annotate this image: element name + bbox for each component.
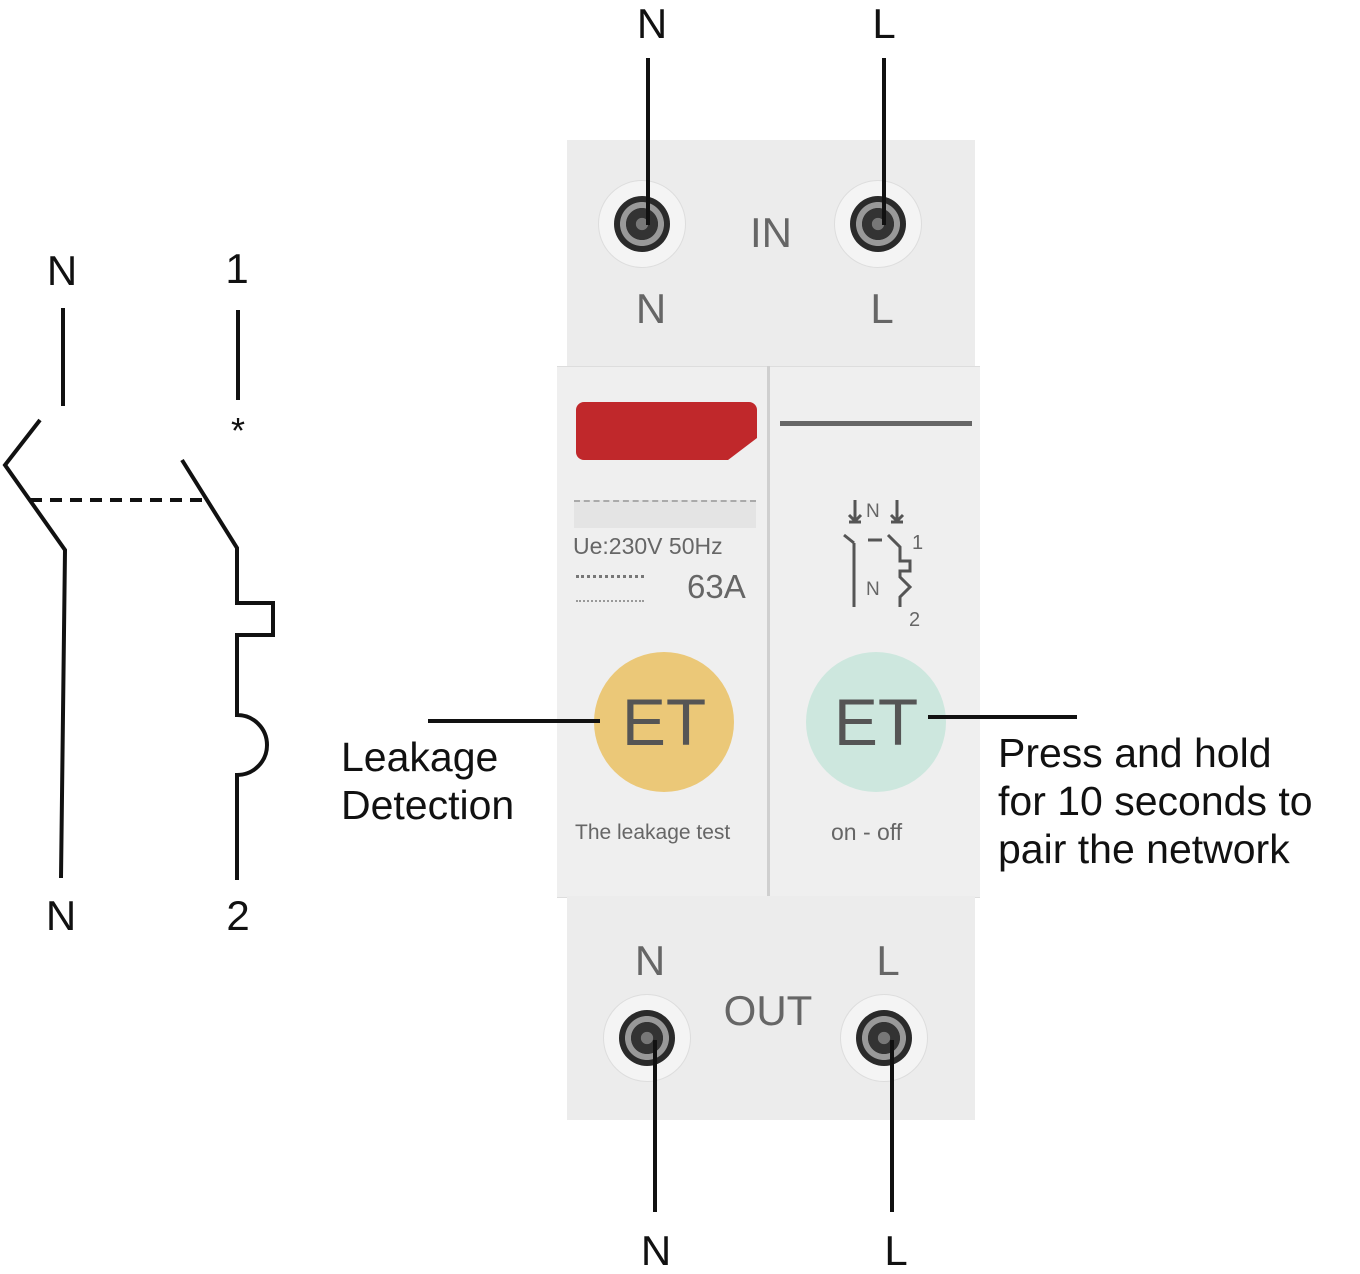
in-n-label: N [635, 285, 667, 332]
blurred-wifi-text [576, 575, 644, 602]
screw-out-l [840, 994, 928, 1082]
status-bar [780, 421, 972, 426]
screw-in-l [834, 180, 922, 268]
schematic-marker: * [230, 410, 246, 451]
out-label: OUT [723, 987, 813, 1034]
button-glyph-icon: ET [833, 685, 919, 759]
brand-logo [576, 402, 757, 460]
symbol-n-bottom: N [866, 579, 880, 600]
screw-in-n [598, 180, 686, 268]
bottom-l-terminal: L [884, 1227, 908, 1274]
schematic-bottom-left: N [45, 892, 77, 939]
pairing-callout: Press and hold for 10 seconds to pair th… [998, 729, 1313, 873]
panel-divider [767, 366, 770, 896]
schematic-lines [2, 308, 275, 880]
top-n-terminal: N [636, 0, 668, 47]
power-pair-button[interactable]: ET [806, 652, 946, 792]
rating-current: 63A [687, 568, 746, 605]
schematic-top-right: 1 [225, 245, 249, 292]
callout-line: for 10 seconds to [998, 778, 1313, 824]
screw-out-n [603, 994, 691, 1082]
power-caption: on - off [831, 819, 903, 845]
schematic-bottom-right: 2 [226, 892, 250, 939]
out-l-label: L [876, 937, 900, 984]
symbol-n-top: N [866, 501, 880, 522]
symbol-pole-2: 2 [909, 609, 921, 631]
bottom-n-terminal: N [640, 1227, 672, 1274]
rating-voltage: Ue:230V 50Hz [573, 533, 723, 559]
leakage-test-caption: The leakage test [575, 821, 731, 844]
blurred-model-text [574, 500, 756, 528]
in-label: IN [750, 209, 792, 256]
callout-line: Detection [341, 782, 515, 828]
button-glyph-icon: ET [621, 685, 707, 759]
symbol-pole-1: 1 [912, 532, 924, 554]
out-n-label: N [634, 937, 666, 984]
leakage-test-button[interactable]: ET [594, 652, 734, 792]
callout-line: pair the network [998, 826, 1290, 872]
callout-line: Leakage [341, 734, 499, 780]
leakage-callout: Leakage Detection [341, 733, 514, 829]
top-l-terminal: L [872, 0, 896, 47]
callout-line: Press and hold [998, 730, 1272, 776]
schematic-top-left: N [46, 247, 78, 294]
in-l-label: L [870, 285, 894, 332]
